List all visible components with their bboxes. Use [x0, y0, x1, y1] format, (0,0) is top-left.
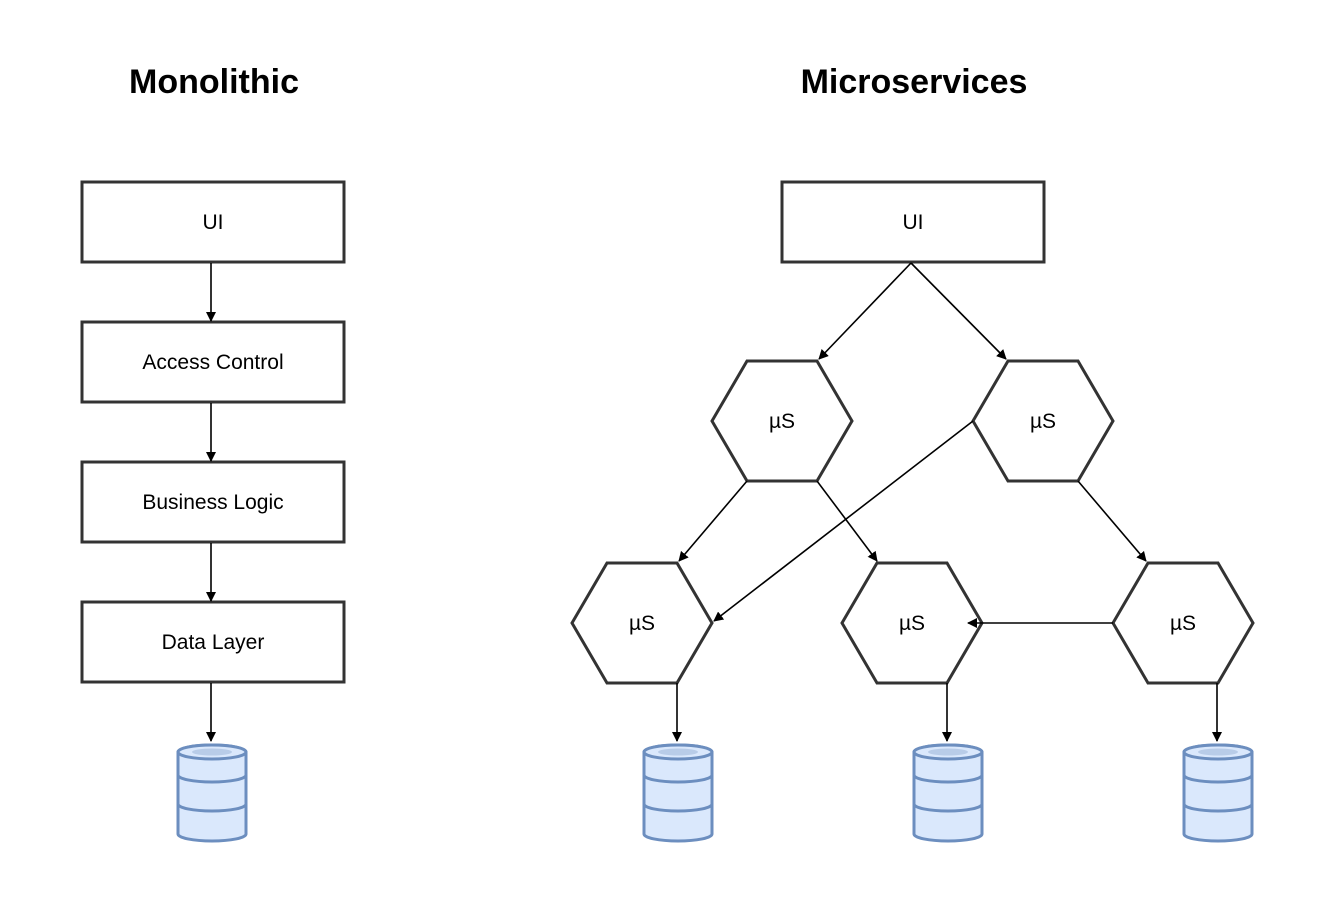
arrow-ui-to-service-1 [818, 262, 912, 360]
business-logic-label: Business Logic [142, 491, 283, 514]
service-5-database-icon [1182, 743, 1254, 843]
mono-ui-label: UI [203, 211, 224, 234]
monolithic-title: Monolithic [129, 63, 299, 101]
service-4-database-icon [912, 743, 984, 843]
mono-database-icon [176, 743, 248, 843]
microservice-label-1: µS [769, 410, 795, 433]
microservice-node-5: µS [1111, 561, 1255, 685]
microservices-title: Microservices [801, 63, 1028, 101]
arrow-service-1-to-service-3 [678, 480, 748, 562]
business-logic-layer: Business Logic [80, 460, 346, 544]
data-layer: Data Layer [80, 600, 346, 684]
arrow-ui-to-service-2 [910, 262, 1007, 360]
access-control-layer: Access Control [80, 320, 346, 404]
microservice-node-1: µS [710, 359, 854, 483]
mono-ui-layer: UI [80, 180, 346, 264]
microservice-node-2: µS [971, 359, 1115, 483]
service-3-database-icon [642, 743, 714, 843]
access-control-label: Access Control [142, 351, 283, 374]
microservices-section: Microservices UI µS µS µS µS µS [570, 63, 1255, 843]
microservice-label-3: µS [629, 612, 655, 635]
microservice-label-2: µS [1030, 410, 1056, 433]
microservice-node-3: µS [570, 561, 714, 685]
microservice-node-4: µS [840, 561, 984, 685]
microservice-label-4: µS [899, 612, 925, 635]
arrow-service-2-to-service-5 [1077, 480, 1147, 562]
arrow-service-1-to-service-4 [816, 480, 878, 562]
arrow-service-2-to-service-3 [713, 420, 974, 622]
data-layer-label: Data Layer [162, 631, 265, 654]
microservice-label-5: µS [1170, 612, 1196, 635]
ms-ui-box: UI [780, 180, 1046, 264]
monolithic-section: Monolithic UI Access Control Business Lo… [80, 63, 346, 843]
ms-ui-label: UI [903, 211, 924, 234]
